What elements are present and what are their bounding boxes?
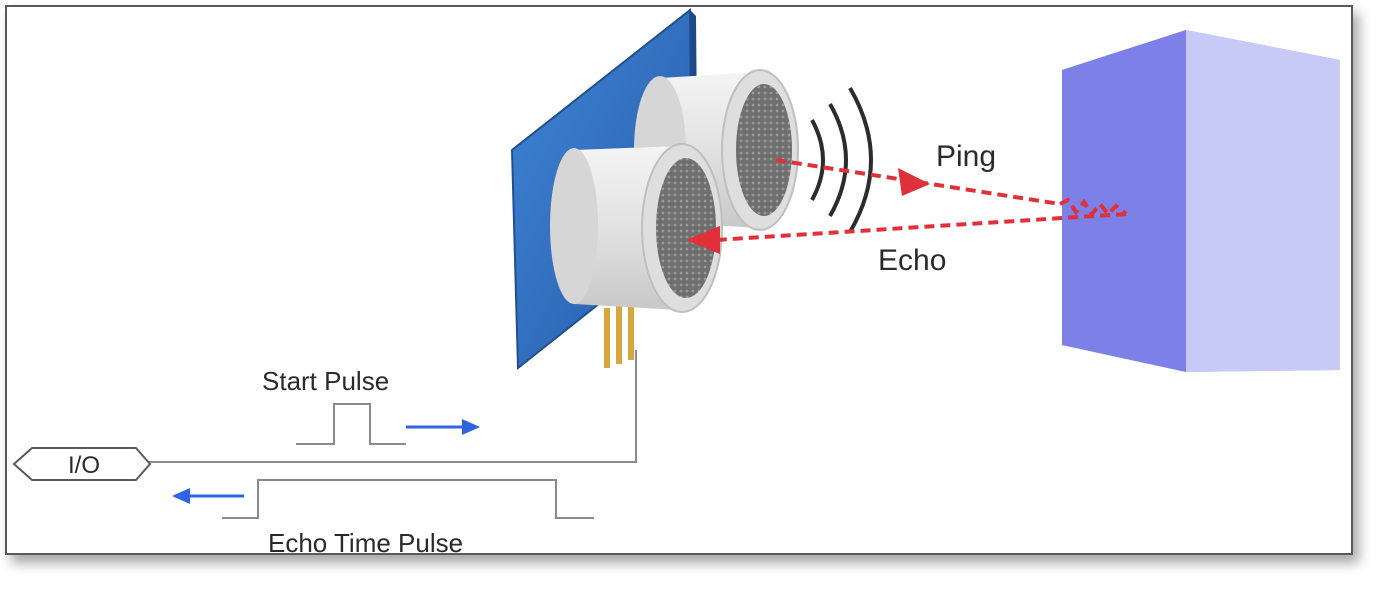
object-side-face — [1186, 30, 1340, 372]
ultrasonic-sensor — [510, 7, 799, 371]
sound-waves-icon — [810, 86, 873, 234]
sensor-pin — [604, 308, 610, 368]
io-label: I/O — [68, 452, 100, 479]
echo-label: Echo — [878, 244, 946, 277]
ping-arrowhead — [898, 168, 930, 196]
start-pulse-label: Start Pulse — [262, 366, 389, 396]
arrow-left-icon — [172, 488, 244, 504]
receiver-transducer — [550, 143, 723, 313]
transmitter-mesh — [736, 84, 792, 216]
sensor-pin — [628, 304, 634, 360]
receiver-mesh — [656, 158, 716, 298]
signal-line — [148, 350, 637, 463]
arrow-right-icon — [406, 419, 480, 435]
io-connector: I/O — [12, 447, 152, 481]
ping-beam — [775, 158, 1128, 218]
echo-time-pulse-label: Echo Time Pulse — [268, 528, 463, 558]
object-front-face — [1062, 30, 1186, 372]
echo-time-pulse-waveform — [222, 479, 594, 519]
start-pulse-waveform — [296, 403, 406, 445]
ping-label: Ping — [936, 140, 996, 173]
sensor-pin — [616, 306, 622, 364]
echo-beam — [686, 212, 1127, 254]
echo-arrowhead — [686, 226, 720, 254]
target-object — [1062, 30, 1340, 372]
